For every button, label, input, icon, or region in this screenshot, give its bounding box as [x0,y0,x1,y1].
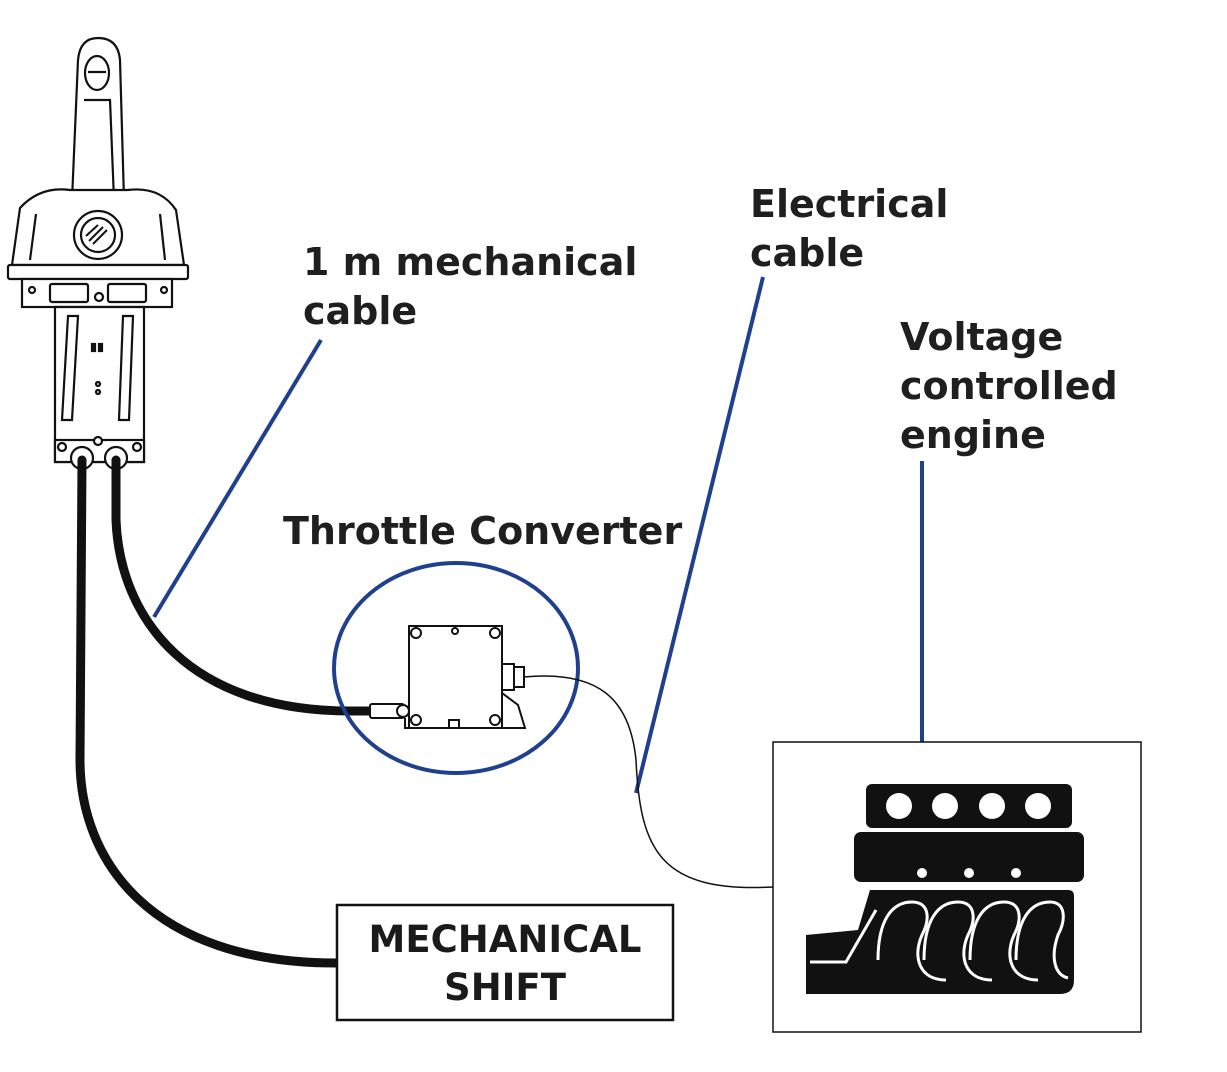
mechanical-shift-label: MECHANICAL SHIFT [337,916,673,1012]
mechanical-shift-label-line-1: MECHANICAL [368,918,642,961]
throttle-converter-icon [369,625,527,729]
engine-label-line-2: controlled [900,364,1118,408]
engine-icon [806,784,1084,994]
mechanical-cable-label: 1 m mechanical cable [303,238,637,336]
throttle-converter-label: Throttle Converter [283,509,683,553]
engine-label-line-3: engine [900,413,1046,457]
engine-label-line-1: Voltage [900,315,1064,359]
throttle-lever-icon [6,36,190,471]
electrical-cable-label: Electrical cable [750,180,948,278]
mechanical-shift-box [335,903,675,1022]
mechanical-shift-label-line-2: SHIFT [444,966,566,1009]
mechanical-cable-label-line-1: 1 m mechanical [303,240,638,284]
electrical-cable-label-line-2: cable [750,231,865,275]
mechanical-cables [75,455,377,968]
engine-label: Voltage controlled engine [900,313,1118,460]
electrical-cable [523,675,774,889]
mechanical-cable-label-line-2: cable [303,289,418,333]
electrical-cable-label-line-1: Electrical [750,182,949,226]
leader-lines [152,276,924,794]
